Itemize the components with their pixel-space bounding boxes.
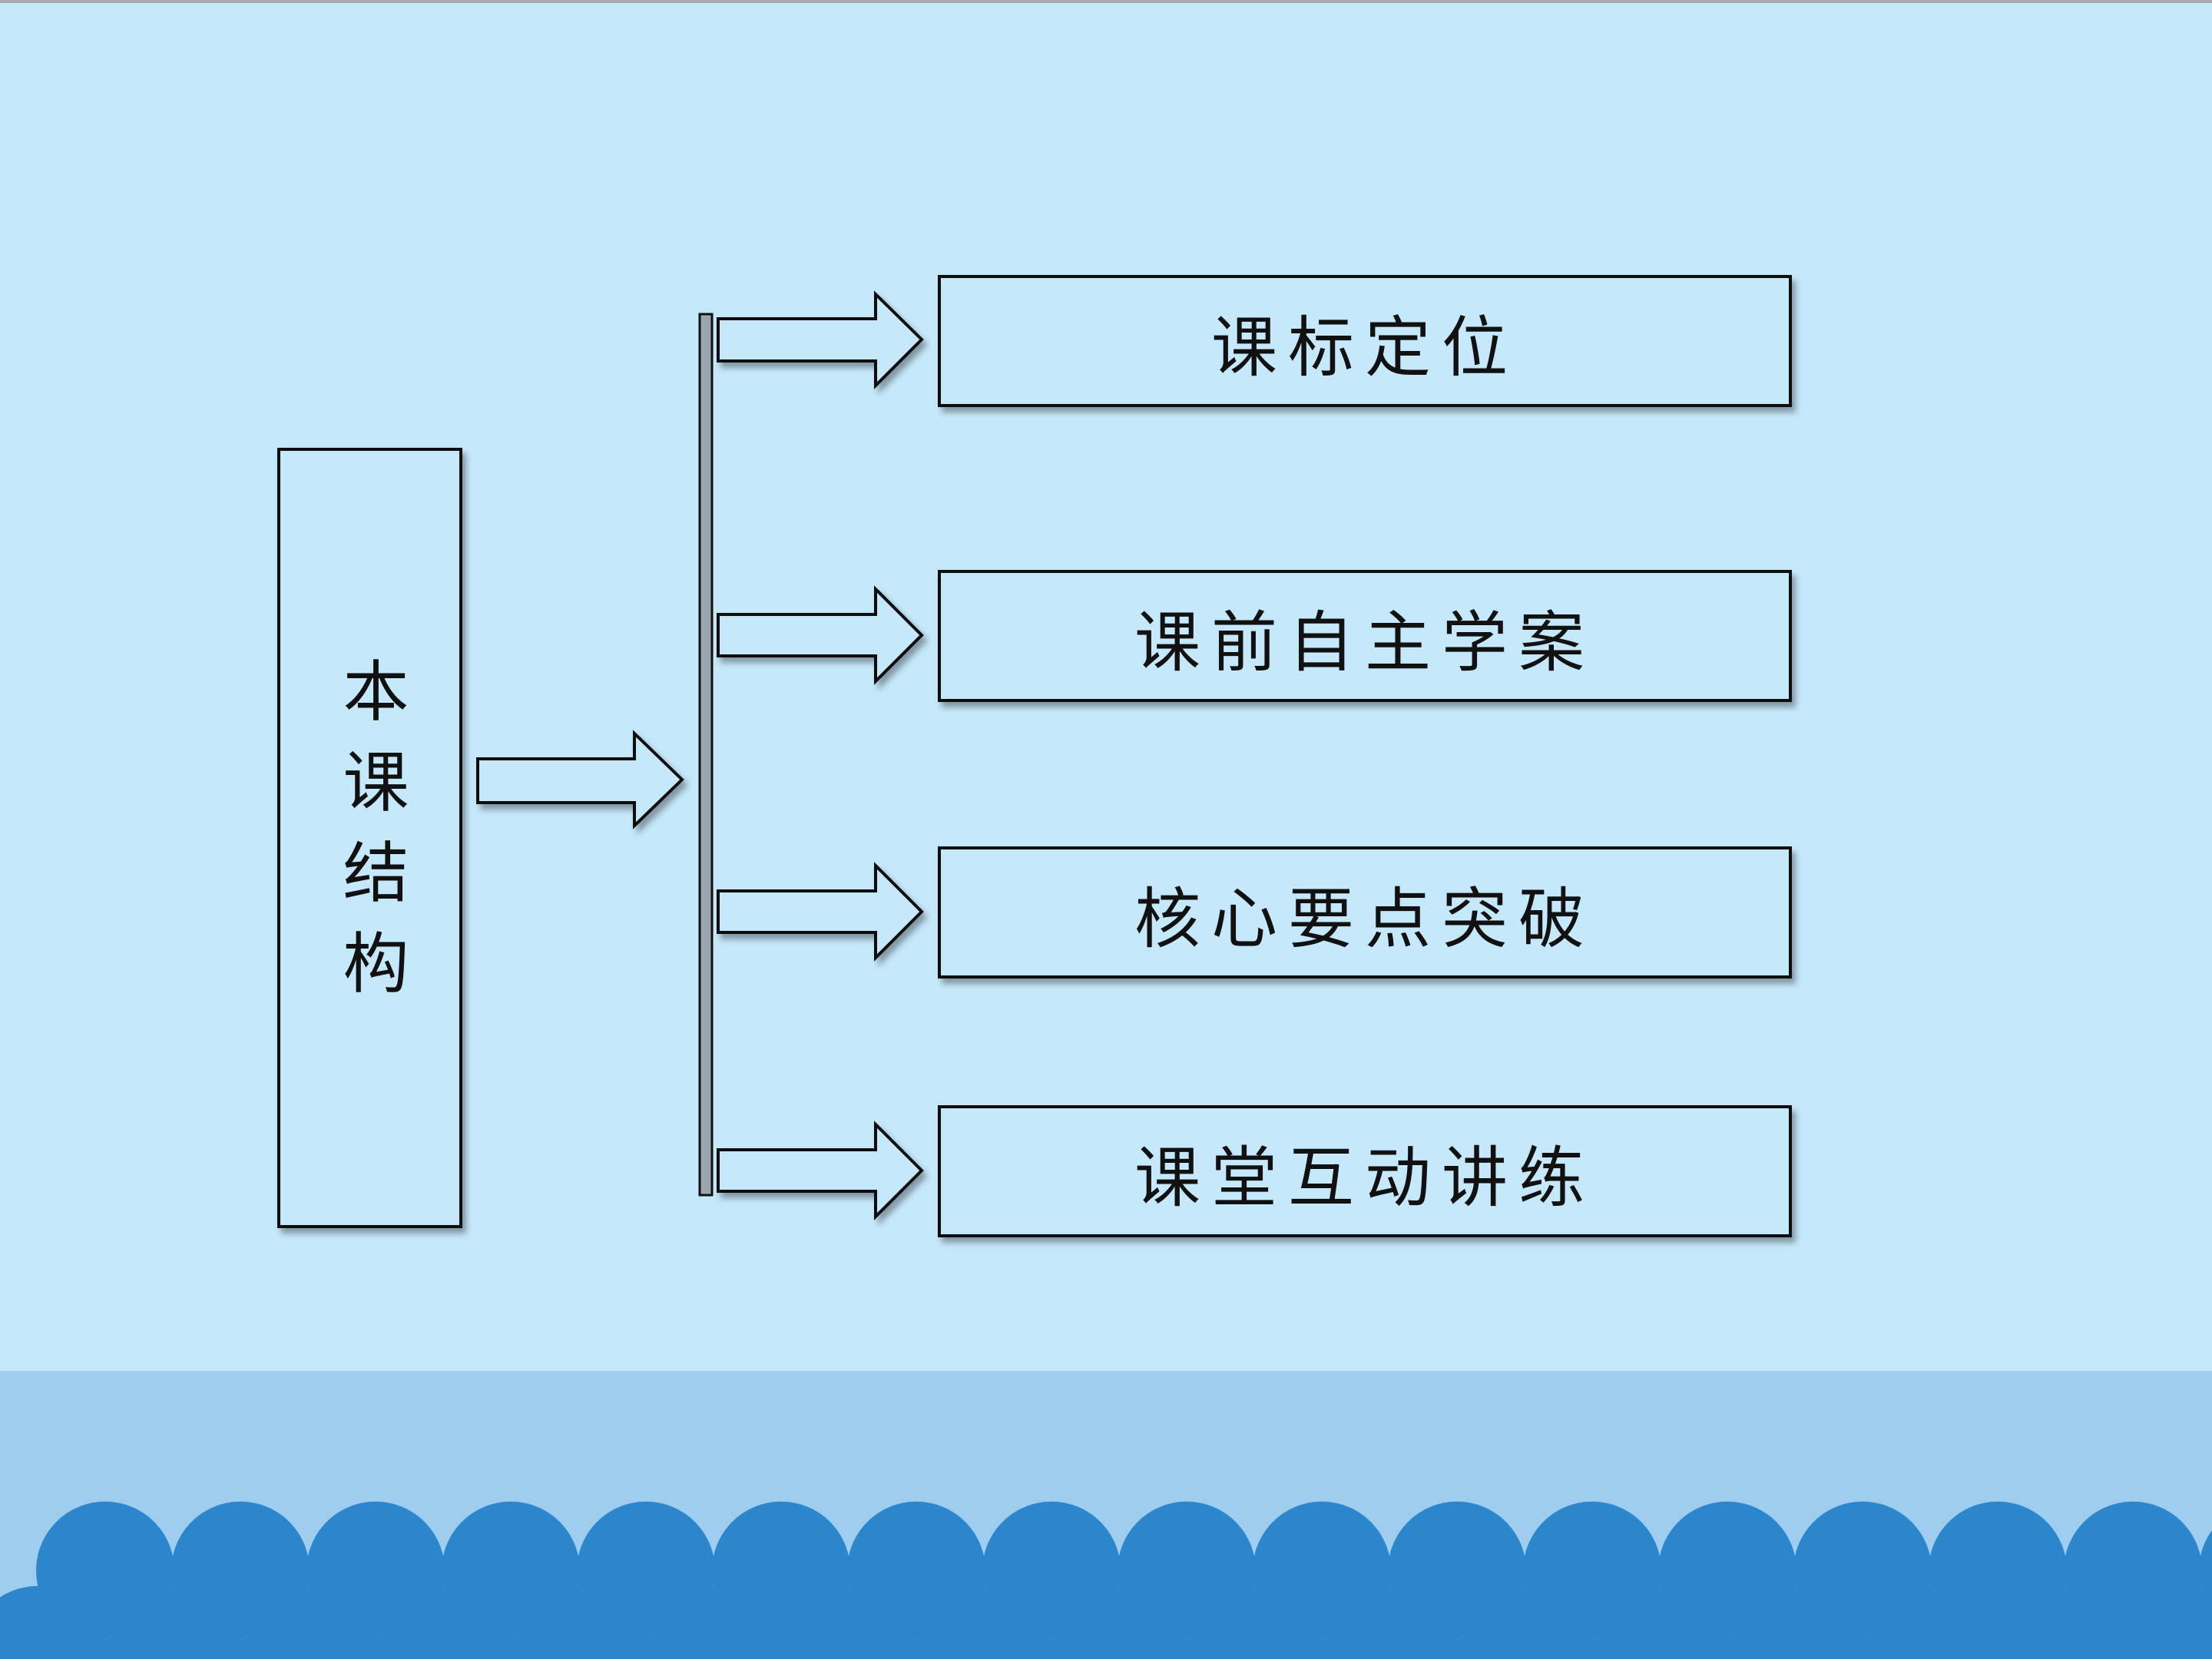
scallop-b-9	[1185, 1586, 1323, 1659]
branch-label-4: 课堂互动讲练	[1134, 1139, 1595, 1217]
branch-label-3: 核心要点突破	[1134, 880, 1595, 958]
scallop-b-7	[915, 1586, 1053, 1659]
scallop-b-15	[1996, 1586, 2134, 1659]
scallop-b-0	[0, 1586, 107, 1659]
scallop-b-4	[509, 1586, 647, 1659]
scallop-b-11	[1455, 1586, 1594, 1659]
scallop-b-6	[780, 1586, 918, 1659]
scallop-b-13	[1726, 1586, 1864, 1659]
main-arrow	[476, 730, 684, 830]
scallop-b-8	[1050, 1586, 1188, 1659]
scallop-b-5	[644, 1586, 783, 1659]
branch-label-2: 课前自主学案	[1134, 604, 1595, 681]
branch-label-1: 课标定位	[1211, 309, 1518, 386]
top-border-line	[0, 0, 2212, 3]
branch-arrow-1	[717, 290, 924, 389]
trunk-bar	[698, 313, 714, 1197]
scallop-b-12	[1591, 1586, 1729, 1659]
root-box	[277, 448, 462, 1228]
branch-arrow-2	[717, 585, 924, 685]
branch-box-4	[938, 1105, 1792, 1237]
scallop-b-16	[2131, 1586, 2212, 1659]
branch-arrow-4	[717, 1121, 924, 1220]
footer-scallop-pattern	[0, 1502, 2212, 1659]
root-label: 本课结构	[331, 657, 408, 1019]
scallop-b-14	[1861, 1586, 1999, 1659]
branch-arrow-3	[717, 862, 924, 962]
scallop-b-10	[1320, 1586, 1459, 1659]
scallop-b-3	[374, 1586, 512, 1659]
branch-box-2	[938, 570, 1792, 702]
branch-box-1	[938, 275, 1792, 407]
scallop-b-2	[239, 1586, 377, 1659]
branch-box-3	[938, 846, 1792, 979]
scallop-b-1	[104, 1586, 242, 1659]
